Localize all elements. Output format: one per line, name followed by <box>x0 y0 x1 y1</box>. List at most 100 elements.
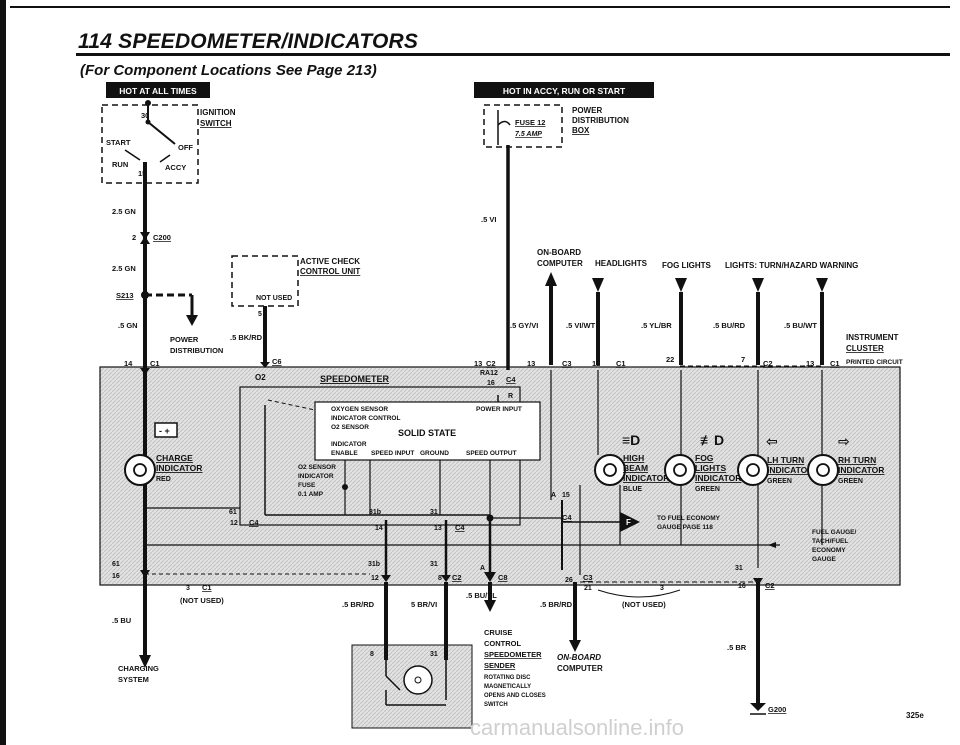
ss-ground: GROUND <box>420 450 449 457</box>
speedo-pin-15: 15 <box>562 492 570 499</box>
gauge-4: GAUGE <box>812 556 837 563</box>
hot-at-all-times-badge <box>106 82 210 98</box>
high-beam-2: BEAM <box>623 463 648 473</box>
s213-label: S213 <box>116 291 134 300</box>
bottom-pin-16b: 16 <box>738 583 746 590</box>
speedo-c4d: C4 <box>562 513 572 522</box>
rh-turn-1: RH TURN <box>838 455 876 465</box>
page-title: 114 SPEEDOMETER/INDICATORS <box>78 30 419 53</box>
rh-turn-2: INDICATOR <box>838 465 884 475</box>
fuel-econ-1: TO FUEL ECONOMY <box>657 515 721 522</box>
wire-burd: .5 BU/RD <box>713 321 746 330</box>
bottom-pin-3b: 3 <box>660 585 664 592</box>
ss-speed-input: SPEED INPUT <box>371 450 414 457</box>
hot-at-all-times-text: HOT AT ALL TIMES <box>119 86 197 96</box>
svg-text:≢D: ≢D <box>700 432 724 448</box>
fog-2: LIGHTS <box>695 463 726 473</box>
bottom-c1: C1 <box>202 583 212 592</box>
cruise-2: CONTROL <box>484 639 521 648</box>
speedometer-internal-wires <box>145 395 780 575</box>
pdb-label-1: POWER <box>572 106 602 115</box>
wire-25gn-1: 2.5 GN <box>112 207 136 216</box>
lh-turn-color: GREEN <box>767 478 792 485</box>
pin-13b: 13 <box>527 359 535 368</box>
turn-hazard-label: LIGHTS: TURN/HAZARD WARNING <box>725 261 858 270</box>
svg-text:- +: - + <box>159 426 170 436</box>
cruise-3: SPEEDOMETER <box>484 650 542 659</box>
speedo-pin-16: 16 <box>487 380 495 387</box>
speedo-pin-61: 61 <box>229 509 237 516</box>
ss-o2-sensor: OXYGEN SENSOR <box>331 406 388 413</box>
bottom-pin-3: 3 <box>186 585 190 592</box>
pdb-label-3: BOX <box>572 126 590 135</box>
charging-1: CHARGING <box>118 664 159 673</box>
bottom-c2: C2 <box>452 573 462 582</box>
fuse-amp-01: 0.1 AMP <box>298 491 324 498</box>
active-check-1: ACTIVE CHECK <box>300 257 360 266</box>
pin-13a: 13 <box>474 359 482 368</box>
fuse-o2-sensor: O2 SENSOR <box>298 464 336 471</box>
speedo-pin-13: 13 <box>434 525 442 532</box>
charge-label-2: INDICATOR <box>156 463 202 473</box>
not-used-1: NOT USED <box>256 295 292 302</box>
c200-label: C200 <box>153 233 171 242</box>
speedo-c4b: C4 <box>249 518 259 527</box>
off-label: OFF <box>178 143 193 152</box>
hot-in-accy-text: HOT IN ACCY, RUN OR START <box>503 86 626 96</box>
lh-turn-2: INDICATOR <box>767 465 813 475</box>
not-used-bottom-1: (NOT USED) <box>180 596 224 605</box>
fuel-econ-2: GAUGE PAGE 118 <box>657 524 713 531</box>
rh-turn-color: GREEN <box>838 478 863 485</box>
charge-color: RED <box>156 476 171 483</box>
run-label: RUN <box>112 160 128 169</box>
cruise-pin-31: 31 <box>430 651 438 658</box>
cruise-5: ROTATING DISC <box>484 675 531 681</box>
bottom-c8: C8 <box>498 573 508 582</box>
high-beam-color: BLUE <box>623 486 642 493</box>
wire-brvi: 5 BR/VI <box>411 600 437 609</box>
onboard-bottom-2: COMPUTER <box>557 664 603 673</box>
wire-bkrd: .5 BK/RD <box>230 333 263 342</box>
speedometer-title: SPEEDOMETER <box>320 374 390 384</box>
speedo-pin-31: 31 <box>430 509 438 516</box>
cluster-1: INSTRUMENT <box>846 333 899 342</box>
ss-power-input: POWER INPUT <box>476 406 522 413</box>
power-dist-2: DISTRIBUTION <box>170 346 223 355</box>
fog-color: GREEN <box>695 486 720 493</box>
high-beam-1: HIGH <box>623 453 644 463</box>
output-wires <box>545 272 828 365</box>
cruise-1: CRUISE <box>484 628 512 637</box>
bottom-pin-26: 26 <box>565 577 573 584</box>
gauge-3: ECONOMY <box>812 547 846 554</box>
charge-label-1: CHARGE <box>156 453 193 463</box>
cruise-8: SWITCH <box>484 702 508 708</box>
page-top-rule <box>10 6 950 8</box>
wire-ylbr: .5 YL/BR <box>641 321 672 330</box>
charging-2: SYSTEM <box>118 675 149 684</box>
fog-lights-label: FOG LIGHTS <box>662 261 712 270</box>
ss-indicator-control: INDICATOR CONTROL <box>331 415 400 422</box>
svg-text:F: F <box>626 518 631 527</box>
ss-speed-output: SPEED OUTPUT <box>466 450 517 457</box>
cruise-4: SENDER <box>484 661 516 670</box>
fuse-label: FUSE <box>298 482 316 489</box>
fog-3: INDICATOR <box>695 473 741 483</box>
watermark: carmanualsonline.info <box>470 715 684 740</box>
fog-lights-indicator: ≢D <box>664 432 724 486</box>
term-30: 30 <box>141 111 149 120</box>
onboard-top-1: ON-BOARD <box>537 248 581 257</box>
bottom-pin-8: 8 <box>438 575 442 582</box>
speedo-pin-14: 14 <box>375 525 383 532</box>
power-dist-1: POWER <box>170 335 199 344</box>
cruise-6: MAGNETICALLY <box>484 684 531 690</box>
ignition-label-2: SWITCH <box>200 119 232 128</box>
bottom-pin-12: 12 <box>371 575 379 582</box>
charge-indicator: - + <box>124 422 178 486</box>
bottom-pin-21: 21 <box>584 585 592 592</box>
bottom-pin-31: 31 <box>430 561 438 568</box>
bottom-pin-31c: 31 <box>735 565 743 572</box>
ra12-label: RA12 <box>480 370 498 377</box>
gauge-1: FUEL GAUGE/ <box>812 529 856 536</box>
pin-13c: 13 <box>806 359 814 368</box>
wire-buwt: .5 BU/WT <box>784 321 817 330</box>
